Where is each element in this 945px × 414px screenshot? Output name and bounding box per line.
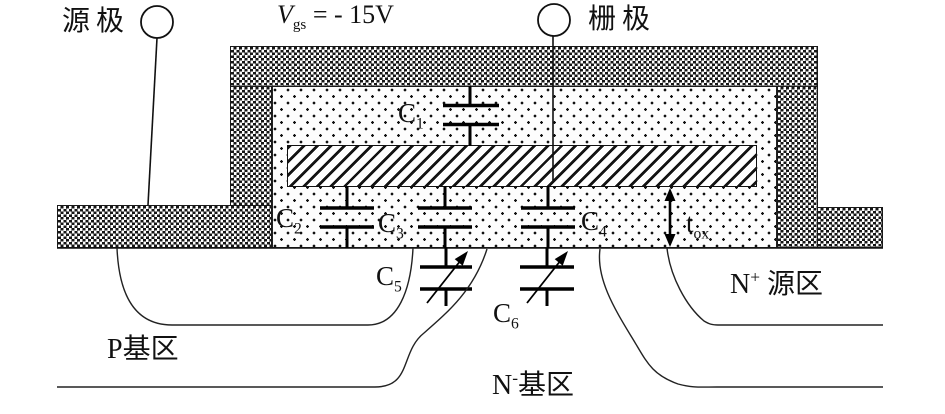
p-base-well-boundary: [116, 247, 414, 326]
gate-terminal-icon: [537, 3, 571, 183]
label-c5: C5: [376, 261, 402, 296]
source-terminal-icon: [140, 5, 174, 206]
capacitor-c1-symbol: [443, 86, 499, 146]
label-c4: C4: [581, 206, 607, 241]
source-metal-bar: [57, 205, 272, 248]
capacitor-c5-symbol: [420, 248, 472, 306]
polysilicon-gate: [287, 145, 757, 187]
gate-metal-top-band: [230, 46, 818, 87]
label-c2: C2: [276, 203, 302, 238]
gate-bias-label: Vgs = - 15V: [277, 0, 394, 34]
gate-metal-right-step: [817, 207, 883, 248]
label-c3: C3: [378, 208, 404, 243]
n-plus-source-boundary: [666, 247, 883, 326]
label-n-plus-source-region: N+ 源区: [730, 267, 824, 300]
label-c6: C6: [493, 298, 519, 333]
label-c1: C1: [398, 98, 424, 133]
capacitor-c3-symbol: [418, 186, 472, 248]
label-tox: tox: [686, 208, 710, 243]
label-p-base-region: P基区: [107, 334, 179, 365]
gate-terminal-label: 栅极: [588, 4, 657, 35]
label-n-minus-base-region: N-基区: [492, 368, 575, 401]
capacitor-c4-symbol: [521, 186, 575, 248]
source-terminal-label: 源极: [62, 6, 131, 37]
tox-dimension-arrow: [664, 188, 676, 247]
p-base-deep-junction-right: [598, 248, 883, 388]
gate-metal-right-wall: [777, 86, 818, 248]
capacitor-c6-symbol: [520, 248, 574, 306]
capacitor-c2-symbol: [320, 186, 374, 248]
p-base-deep-junction-left: [57, 248, 488, 388]
gate-metal-left-wall: [230, 86, 272, 206]
